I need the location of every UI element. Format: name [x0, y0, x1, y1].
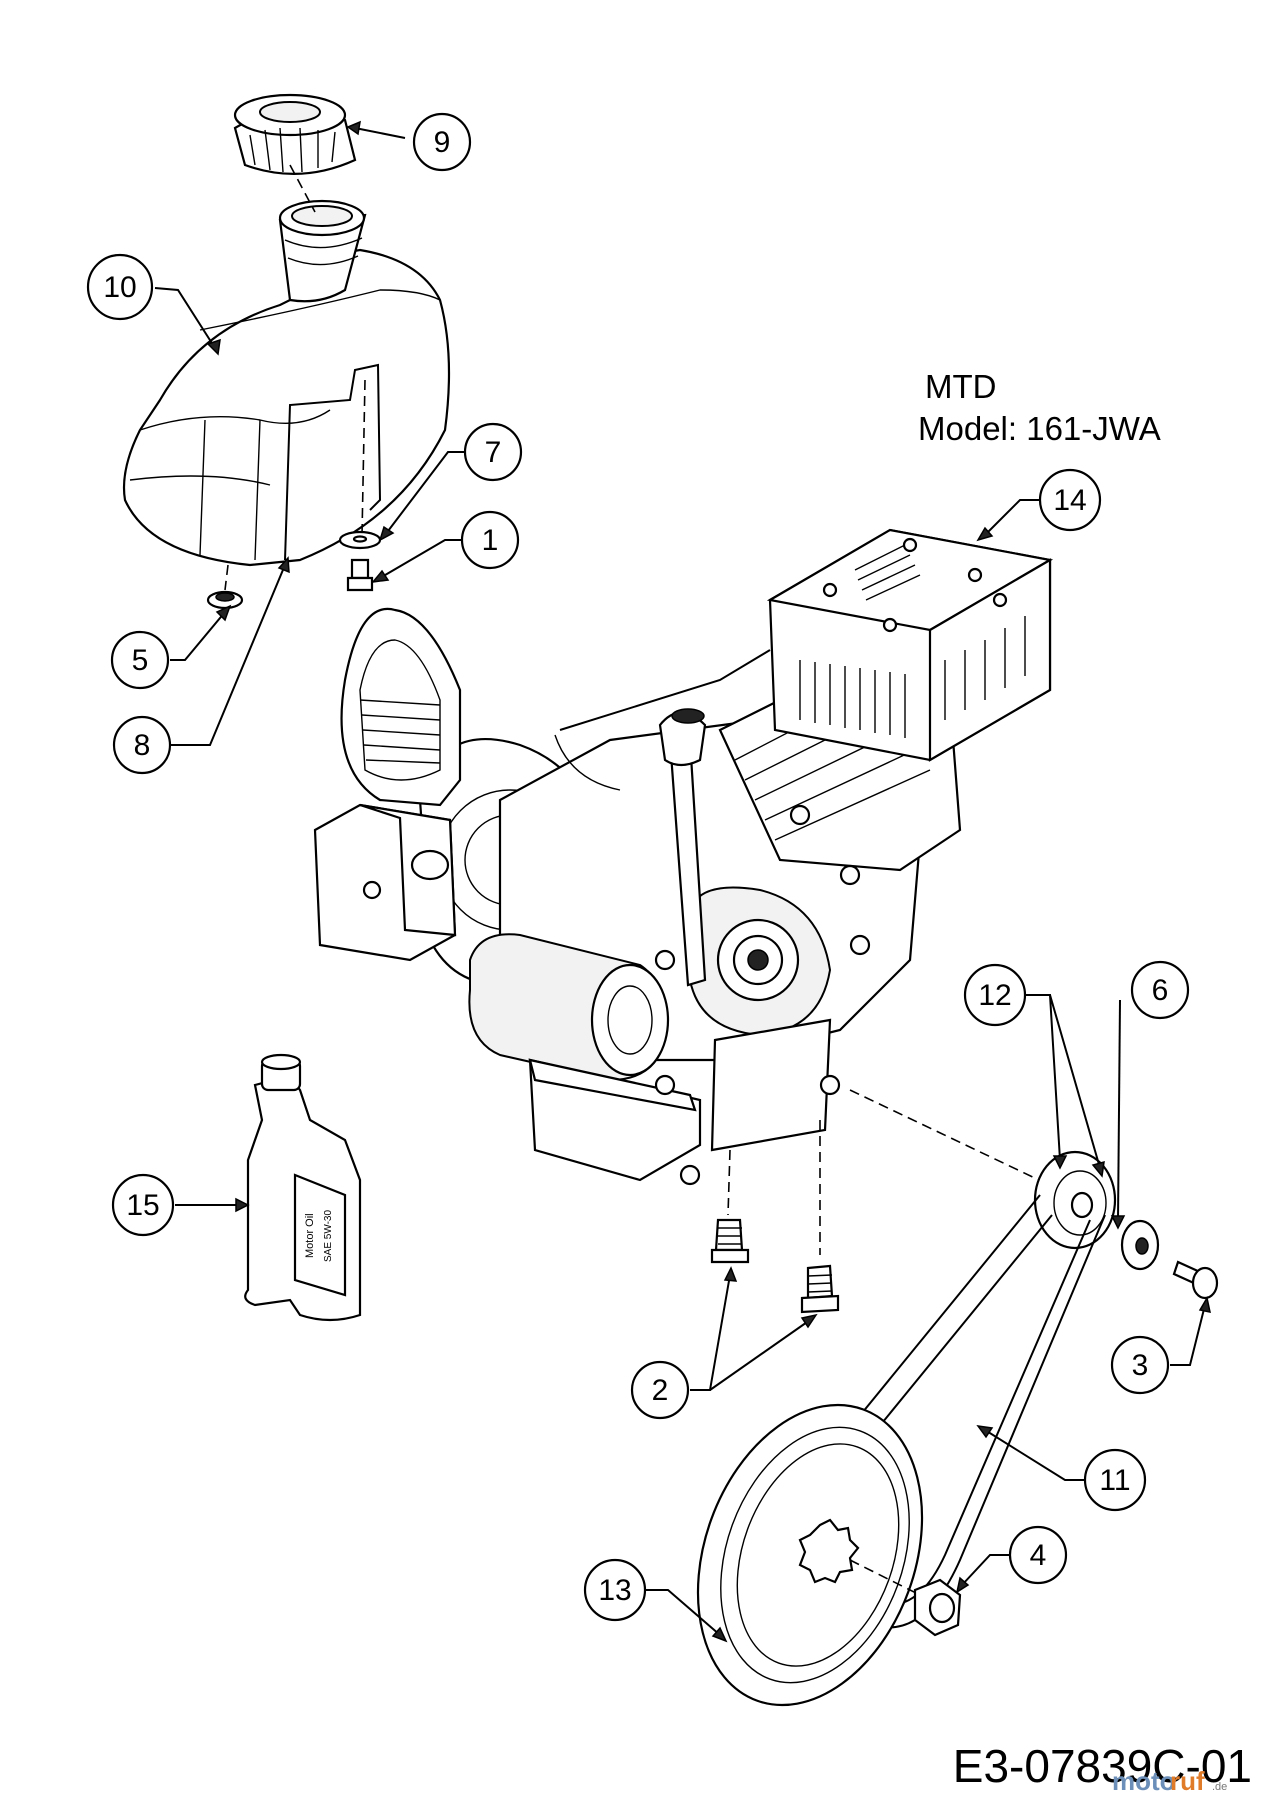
svg-text:12: 12: [978, 979, 1011, 1012]
callout-12: 12: [963, 963, 1027, 1027]
oil-bottle: Motor Oil SAE 5W-30: [244, 1053, 362, 1322]
callout-7: 7: [463, 422, 523, 482]
muffler-heat-shield: [766, 528, 1054, 762]
callout-9: 9: [412, 112, 472, 172]
svg-text:9: 9: [434, 126, 451, 159]
svg-text:.de: .de: [1212, 1781, 1227, 1793]
svg-text:1: 1: [482, 524, 499, 557]
callout-8: 8: [112, 715, 172, 775]
callout-6: 6: [1130, 960, 1190, 1020]
bolt-1: [346, 558, 374, 592]
brand-label: MTD: [925, 368, 996, 405]
oil-label-line1: Motor Oil: [304, 1213, 316, 1258]
svg-text:13: 13: [598, 1574, 631, 1607]
svg-text:2: 2: [652, 1374, 669, 1407]
pulley-nut: [913, 1578, 962, 1637]
callout-11: 11: [1083, 1448, 1147, 1512]
fuel-cap: [233, 93, 357, 175]
svg-text:5: 5: [132, 644, 149, 677]
oil-label-line2: SAE 5W-30: [323, 1210, 334, 1262]
model-label: Model: 161-JWA: [918, 410, 1161, 447]
drive-pulley: [1033, 1150, 1117, 1250]
svg-text:8: 8: [134, 729, 151, 762]
callout-2: 2: [630, 1360, 690, 1420]
svg-text:6: 6: [1152, 974, 1169, 1007]
callout-3: 3: [1110, 1335, 1170, 1395]
mount-bolt-2b: [800, 1264, 840, 1314]
pulley-bolt: [1172, 1260, 1219, 1300]
svg-text:7: 7: [485, 436, 502, 469]
svg-text:ruf: ruf: [1170, 1766, 1205, 1796]
mount-bolt-2a: [710, 1218, 750, 1264]
driven-pulley: [696, 1403, 924, 1707]
svg-text:3: 3: [1132, 1349, 1149, 1382]
callout-1: 1: [460, 510, 520, 570]
callout-4: 4: [1008, 1525, 1068, 1585]
clamp-5: [206, 590, 244, 610]
svg-text:14: 14: [1053, 484, 1086, 517]
callout-5: 5: [110, 630, 170, 690]
svg-text:10: 10: [103, 271, 136, 304]
svg-text:4: 4: [1030, 1539, 1047, 1572]
pulley-washer: [1120, 1219, 1160, 1271]
watermark-logo: moto ruf .de: [1112, 1766, 1227, 1796]
fuel-tank: [122, 199, 451, 567]
air-filter-housing: [313, 607, 462, 962]
callout-10: 10: [86, 253, 154, 321]
svg-text:15: 15: [126, 1189, 159, 1222]
drawing-number: E3-07839C-01: [953, 1740, 1252, 1792]
leader-lines: [154, 120, 1211, 1643]
callout-14: 14: [1038, 468, 1102, 532]
callout-13: 13: [583, 1558, 647, 1622]
washer-7: [338, 530, 382, 550]
svg-text:moto: moto: [1112, 1766, 1176, 1796]
callout-15: 15: [111, 1173, 175, 1237]
svg-text:11: 11: [1099, 1464, 1130, 1497]
